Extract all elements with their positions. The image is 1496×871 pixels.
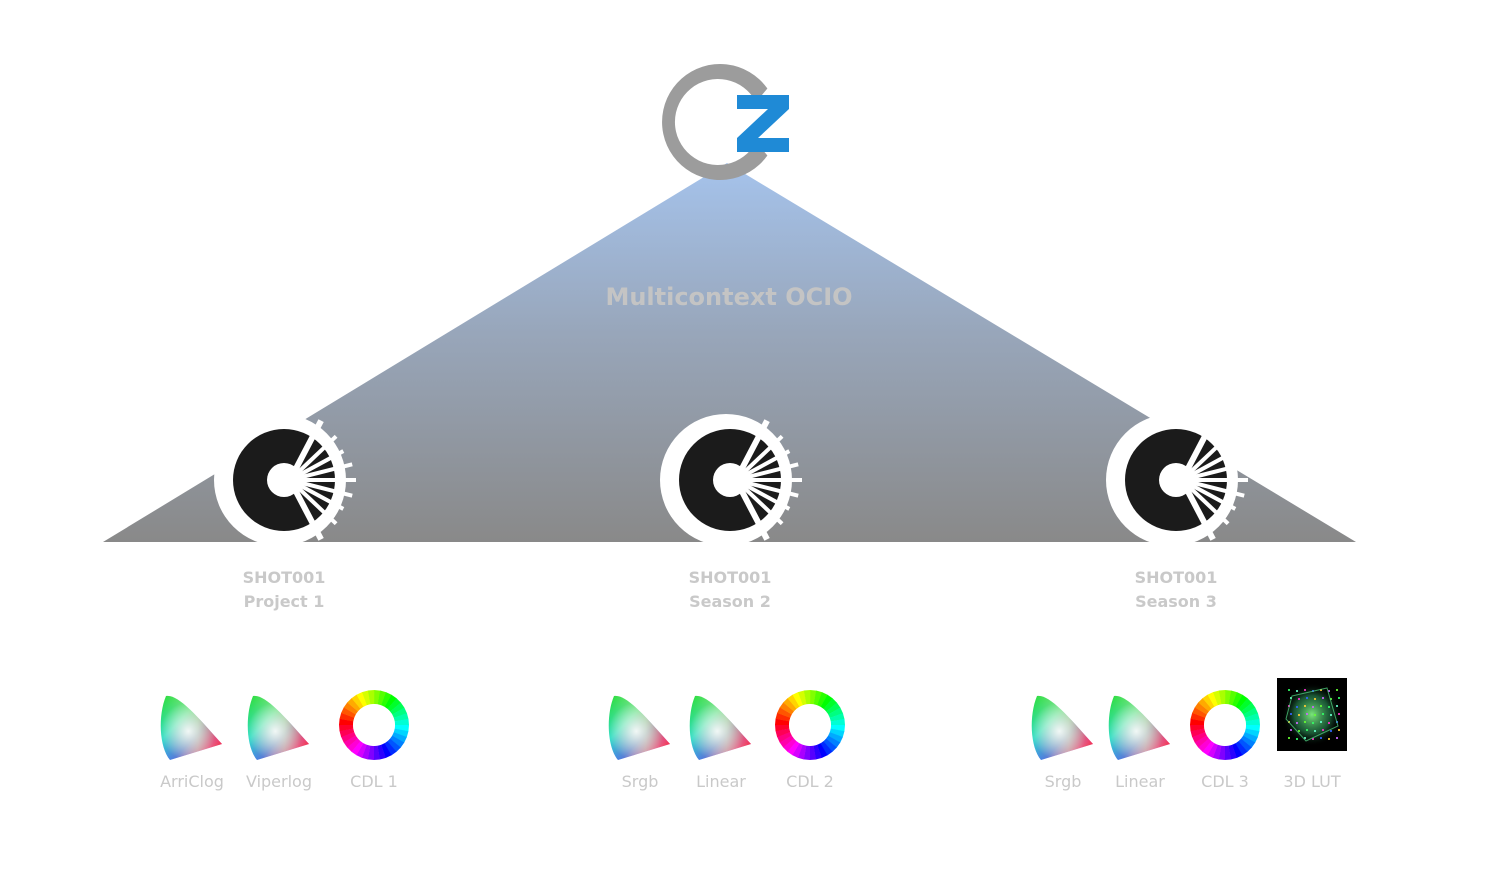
- cz-logo-icon: [662, 64, 789, 181]
- transform-label: 3D LUT: [1283, 772, 1341, 791]
- transform-label: CDL 2: [786, 772, 834, 791]
- node-label-context: Season 3: [1135, 592, 1217, 611]
- diagram-title: Multicontext OCIO: [605, 283, 853, 311]
- node-label-context: Season 2: [689, 592, 771, 611]
- gamut-triangle-icon: [689, 695, 751, 760]
- transform-label: Srgb: [1044, 772, 1082, 791]
- pyramid-shape: [103, 163, 1356, 542]
- transform-label: Srgb: [621, 772, 659, 791]
- transform-label: Viperlog: [245, 772, 312, 791]
- node-label-context: Project 1: [243, 592, 325, 611]
- ocio-logo-icon: [1106, 414, 1248, 546]
- color-wheel-icon: [1190, 690, 1260, 760]
- transform-label: ArriClog: [160, 772, 224, 791]
- transform-label: CDL 1: [350, 772, 398, 791]
- node-label-shot: SHOT001: [688, 568, 772, 587]
- ocio-logo-icon: [660, 414, 802, 546]
- lut-cube-icon: [1277, 678, 1347, 751]
- transform-label: Linear: [696, 772, 746, 791]
- ocio-logo-icon: [214, 414, 356, 546]
- gamut-triangle-icon: [247, 695, 309, 760]
- gamut-triangle-icon: [1108, 695, 1170, 760]
- gamut-triangle-icon: [608, 695, 670, 760]
- color-wheel-icon: [775, 690, 845, 760]
- color-wheel-icon: [339, 690, 409, 760]
- gamut-triangle-icon: [1031, 695, 1093, 760]
- transform-label: CDL 3: [1201, 772, 1249, 791]
- node-label-shot: SHOT001: [1134, 568, 1218, 587]
- gamut-triangle-icon: [160, 695, 222, 760]
- node-label-shot: SHOT001: [242, 568, 326, 587]
- transform-label: Linear: [1115, 772, 1165, 791]
